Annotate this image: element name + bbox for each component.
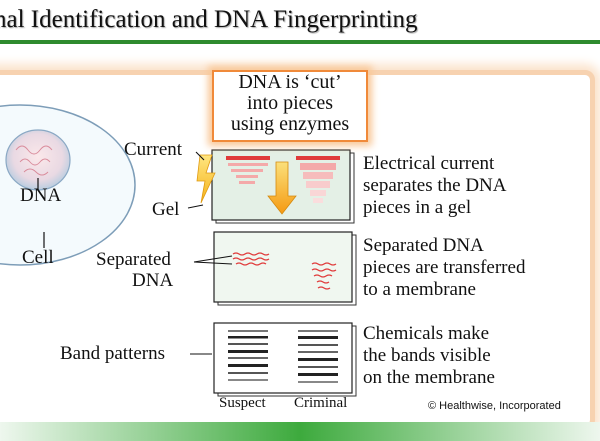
suspect-band [228, 357, 268, 359]
title-bar: nal Identification and DNA Fingerprintin… [0, 0, 600, 44]
current-leader-line [195, 151, 205, 161]
criminal-band [298, 373, 338, 376]
separated-leader-line [193, 255, 233, 263]
lightning-bolt-icon [196, 154, 216, 204]
gel-band [226, 156, 270, 160]
criminal-label: Criminal [294, 395, 348, 411]
transferred-bands-left [232, 252, 270, 266]
suspect-band [228, 336, 268, 339]
callout-line: DNA is ‘cut’ [238, 71, 342, 93]
separated-dna-label: DNA [132, 270, 174, 291]
callout-line: using enzymes [230, 113, 350, 135]
suspect-band [228, 372, 268, 374]
gel-band [236, 175, 258, 178]
step-1-description: Electrical current separates the DNA pie… [363, 153, 507, 218]
criminal-band [298, 344, 338, 346]
page-title: nal Identification and DNA Fingerprintin… [0, 6, 418, 33]
cell-label: Cell [22, 247, 54, 268]
gel-band [303, 172, 333, 179]
title-divider [0, 40, 600, 44]
suspect-band [228, 364, 268, 367]
gel-band [306, 181, 330, 188]
criminal-band [298, 330, 338, 332]
step-2-description: Separated DNA pieces are transferred to … [363, 235, 526, 300]
separation-arrow-icon [267, 161, 297, 215]
cut-callout-box: DNA is ‘cut’ into pieces using enzymes [212, 70, 368, 142]
callout-line: into pieces [246, 92, 334, 114]
band-patterns-panel [190, 322, 357, 397]
cell-illustration [0, 104, 136, 266]
gel-band [228, 163, 268, 166]
gel-panel [187, 149, 355, 224]
suspect-band [228, 379, 268, 381]
gel-label: Gel [152, 199, 180, 220]
gel-band [313, 198, 323, 203]
dna-label: DNA [20, 185, 62, 206]
suspect-band [228, 343, 268, 345]
criminal-band [298, 358, 338, 361]
suspect-label: Suspect [219, 395, 266, 411]
gel-band [231, 169, 263, 172]
gel-band [310, 190, 326, 196]
gel-band [296, 156, 340, 160]
criminal-band [298, 351, 338, 353]
gel-band [300, 163, 336, 170]
current-label: Current [124, 139, 183, 160]
suspect-band [228, 330, 268, 332]
criminal-band [298, 381, 338, 383]
suspect-band [228, 350, 268, 353]
membrane-sheet [213, 231, 353, 303]
separated-label: Separated [96, 249, 171, 270]
criminal-band [298, 366, 338, 368]
separated-leader-line [193, 261, 233, 265]
chromatin-squiggles [15, 145, 53, 176]
transferred-bands-right [311, 262, 337, 290]
membrane-panel [193, 231, 357, 306]
band-patterns-label: Band patterns [60, 343, 166, 364]
copyright-credit: © Healthwise, Incorporated [428, 400, 561, 412]
footer-bar [0, 422, 600, 441]
gel-leader-line [187, 204, 204, 209]
criminal-band [298, 336, 338, 339]
step-3-description: Chemicals make the bands visible on the … [363, 323, 495, 388]
gel-band [239, 181, 255, 184]
